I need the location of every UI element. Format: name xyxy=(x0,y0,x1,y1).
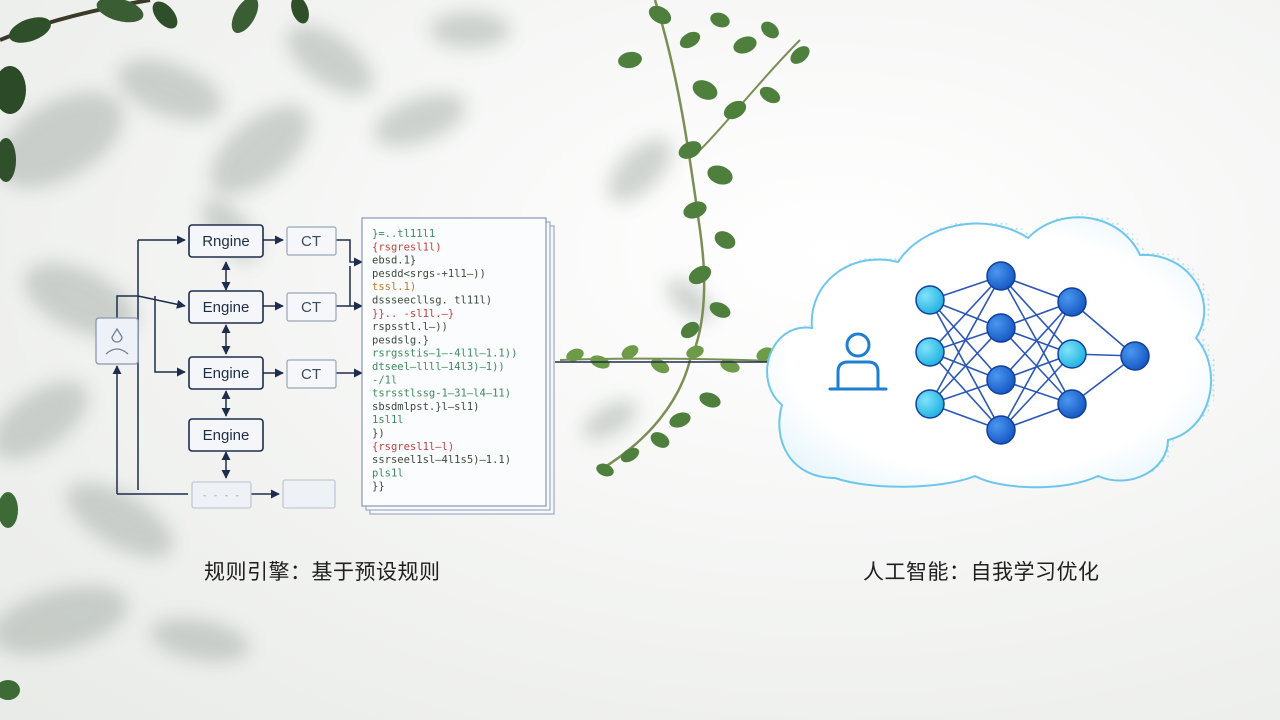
nn-edge xyxy=(929,275,1002,353)
rule-engine-diagram xyxy=(112,235,363,499)
code-line: pesdslg.} xyxy=(372,334,429,346)
code-line: dssseecllsg. tl11l) xyxy=(372,295,492,307)
code-line: }) xyxy=(372,428,385,440)
code-line: tsrsstlssg-1—31—l4—11) xyxy=(372,388,511,400)
bottom-box-text: - - - - xyxy=(202,491,240,501)
neural-network-icon xyxy=(915,261,1150,445)
nn-node xyxy=(986,365,1016,395)
nn-node xyxy=(1057,339,1087,369)
code-line: rsrgsstis—1—-4l1l—1.1)) xyxy=(372,348,517,360)
code-line: }} xyxy=(372,481,385,493)
ai-caption: 人工智能：自我学习优化 xyxy=(863,560,1100,584)
engine-box-2: Engine xyxy=(188,290,264,324)
bottom-output-box xyxy=(282,479,336,509)
nn-node xyxy=(986,415,1016,445)
neural-network-nodes xyxy=(915,261,1150,445)
nn-edge xyxy=(1000,353,1073,431)
code-line: {rsgresl1l—l) xyxy=(372,441,454,453)
nn-edge xyxy=(929,327,1002,405)
engine-label-2: Engine xyxy=(203,299,250,316)
nn-node xyxy=(986,313,1016,343)
nn-node xyxy=(915,337,945,367)
code-line: }=..tl11l1 xyxy=(372,228,435,240)
nn-node xyxy=(1120,341,1150,371)
code-line: {rsgresl1l) xyxy=(372,241,442,253)
ct-box-3: CT xyxy=(286,359,337,389)
ct-box-1: CT xyxy=(286,226,337,256)
rule-engine-caption: 规则引擎：基于预设规则 xyxy=(204,560,441,584)
code-line: dtseel—llll—14l3)—1)) xyxy=(372,361,505,373)
engine-box-3: Engine xyxy=(188,356,264,390)
nn-node xyxy=(1057,287,1087,317)
code-line: pls1l xyxy=(372,467,404,479)
ct-label-3: CT xyxy=(301,366,321,383)
code-line: sbsdmlpst.}l—sl1) xyxy=(372,401,479,413)
code-line: tssl.1) xyxy=(372,281,416,293)
nn-edge xyxy=(929,351,1002,431)
code-line: -/1l xyxy=(372,374,397,386)
engine-label-3: Engine xyxy=(203,365,250,382)
code-line: rspsstl.l—)) xyxy=(372,321,448,333)
leaf-shadows xyxy=(0,12,714,662)
nn-node xyxy=(915,389,945,419)
person-icon xyxy=(828,332,888,391)
ct-box-2: CT xyxy=(286,292,337,322)
foliage-top-left xyxy=(0,0,309,700)
nn-node xyxy=(915,285,945,315)
nn-edge xyxy=(1000,301,1073,431)
ct-label-2: CT xyxy=(301,299,321,316)
ivy-vine xyxy=(559,0,810,477)
code-line: }}.. -sl1l.—} xyxy=(372,308,454,320)
nn-edge xyxy=(1000,301,1073,381)
code-line: 1sl1l xyxy=(372,414,404,426)
engine-box-1: Rngine xyxy=(188,224,264,258)
engine-box-4: Engine xyxy=(188,418,264,452)
cloud-icon xyxy=(766,213,1218,489)
nn-node xyxy=(986,261,1016,291)
code-line: pesdd<srgs-+1l1—)) xyxy=(372,268,486,280)
engine-label-1: Rngine xyxy=(202,233,250,250)
bottom-process-box: - - - - xyxy=(191,481,252,509)
nn-edge xyxy=(929,275,1002,405)
code-line: ebsd.1} xyxy=(372,255,416,267)
ct-label-1: CT xyxy=(301,233,321,250)
code-line: ssrseel1sl—4l1s5)—1.1) xyxy=(372,454,511,466)
rules-document: }=..tl11l1 {rsgresl1l) ebsd.1} pesdd<srg… xyxy=(361,217,555,515)
user-profile-icon xyxy=(95,317,139,365)
engine-label-4: Engine xyxy=(203,427,250,444)
nn-node xyxy=(1057,389,1087,419)
code-lines: }=..tl11l1 {rsgresl1l) ebsd.1} pesdd<srg… xyxy=(372,228,517,493)
